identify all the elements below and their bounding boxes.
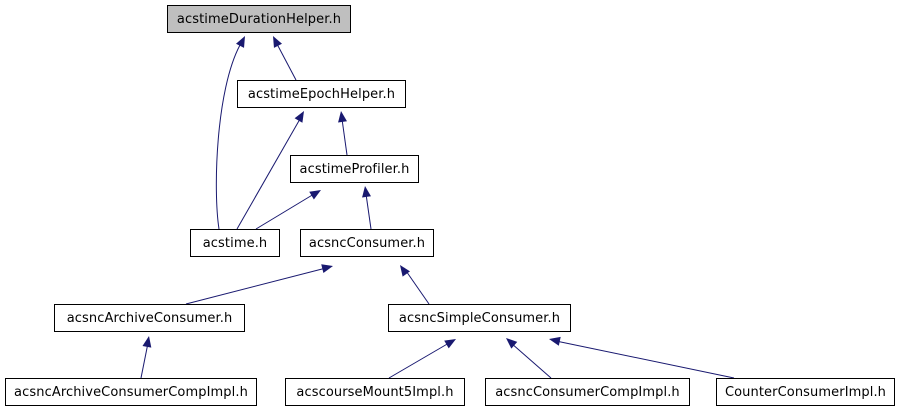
node-label: acstimeDurationHelper.h — [176, 11, 342, 27]
arrow-head — [142, 336, 152, 348]
node-label: acscourseMount5Impl.h — [296, 384, 454, 400]
edge-acstimeEpochHelper-to-acstimeDurationHelper — [273, 36, 297, 81]
node-label: CounterConsumerImpl.h — [724, 384, 887, 400]
edge-acsncArchiveConsumer-to-acsncConsumer — [185, 264, 333, 305]
edge-acsncArchiveConsumerCompImpl-to-acsncArchiveConsumer — [140, 336, 152, 379]
arrow-head — [321, 264, 333, 274]
node-acsncArchiveConsumer[interactable]: acsncArchiveConsumer.h — [54, 304, 245, 332]
arrow-head — [549, 336, 561, 346]
node-label: acsncSimpleConsumer.h — [398, 310, 561, 326]
node-label: acstimeProfiler.h — [299, 161, 410, 177]
node-acstimeProfiler[interactable]: acstimeProfiler.h — [290, 155, 419, 183]
edge-acscourseMount5Impl-to-acsncSimpleConsumer — [388, 339, 456, 379]
edge-acstime-to-acstimeProfiler — [255, 190, 321, 230]
edge-acstimeProfiler-to-acstimeEpochHelper — [338, 111, 348, 156]
node-label: acstime.h — [202, 235, 268, 251]
arrow-head — [309, 190, 321, 200]
node-acsncConsumer[interactable]: acsncConsumer.h — [300, 229, 434, 257]
node-label: acsncConsumer.h — [308, 235, 426, 251]
node-acstime[interactable]: acstime.h — [190, 229, 280, 257]
arrow-head — [338, 111, 347, 123]
arrow-head — [400, 265, 410, 277]
node-label: acstimeEpochHelper.h — [247, 86, 396, 102]
node-label: acsncArchiveConsumer.h — [66, 310, 233, 326]
arrow-head — [294, 111, 304, 123]
node-acsncConsumerCompImpl[interactable]: acsncConsumerCompImpl.h — [485, 378, 690, 406]
arrow-head — [506, 338, 518, 349]
edge-acstime-to-acstimeDurationHelper — [215, 36, 245, 230]
arrow-head — [235, 36, 245, 48]
arrow-head — [362, 186, 371, 198]
arrow-head — [444, 339, 456, 349]
node-acsncArchiveConsumerCompImpl[interactable]: acsncArchiveConsumerCompImpl.h — [5, 378, 257, 406]
node-acsncSimpleConsumer[interactable]: acsncSimpleConsumer.h — [388, 304, 571, 332]
edge-CounterConsumerImpl-to-acsncSimpleConsumer — [549, 336, 735, 379]
node-label: acsncArchiveConsumerCompImpl.h — [14, 384, 248, 400]
node-acstimeDurationHelper[interactable]: acstimeDurationHelper.h — [167, 5, 351, 33]
node-CounterConsumerImpl[interactable]: CounterConsumerImpl.h — [716, 378, 895, 406]
edge-acsncConsumer-to-acstimeProfiler — [362, 186, 372, 230]
node-label: acsncConsumerCompImpl.h — [495, 384, 680, 400]
node-acscourseMount5Impl[interactable]: acscourseMount5Impl.h — [285, 378, 465, 406]
edge-acsncSimpleConsumer-to-acsncConsumer — [400, 265, 430, 305]
edge-acsncConsumerCompImpl-to-acsncSimpleConsumer — [506, 338, 552, 379]
node-acstimeEpochHelper[interactable]: acstimeEpochHelper.h — [237, 80, 406, 108]
arrow-head — [273, 36, 283, 48]
